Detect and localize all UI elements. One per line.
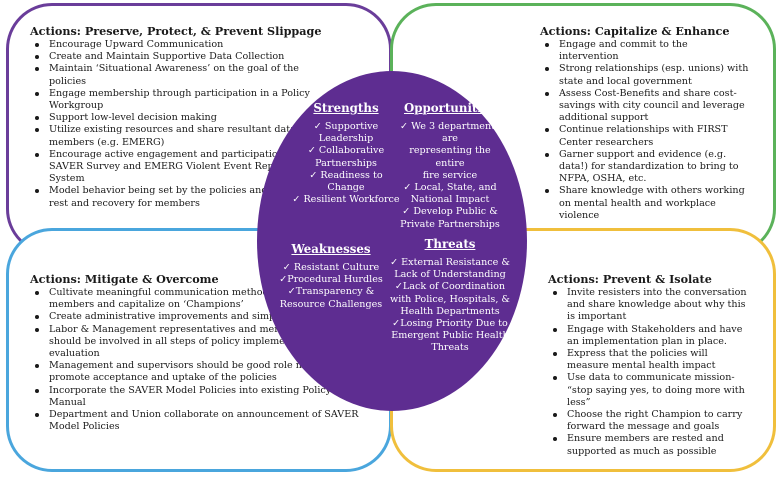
- threats-section: Threats ✓ External Resistance & Lack of …: [382, 237, 518, 355]
- list-item: Engage and commit to the intervention: [540, 39, 750, 63]
- actions-capitalize-panel: Actions: Capitalize & Enhance Engage and…: [540, 24, 750, 222]
- list-item: Engage with Stakeholders and have an imp…: [548, 324, 748, 348]
- threats-title: Threats: [424, 237, 476, 251]
- strengths-title: Strengths: [313, 101, 379, 115]
- actions-prevent-title: Actions: Prevent & Isolate: [548, 272, 712, 286]
- actions-mitigate-list: Cultivate meaningful communication metho…: [30, 287, 366, 433]
- opportunities-title: Opportunities: [403, 101, 497, 115]
- opportunity-item: ✓ Develop Public & Private Partnerships: [400, 206, 500, 230]
- weaknesses-section: Weaknesses ✓ Resistant Culture ✓Procedur…: [272, 242, 390, 311]
- threat-item: ✓Losing Priority Due to Emergent Public …: [391, 318, 509, 354]
- opportunities-section: Opportunities ✓ We 3 departments are rep…: [398, 101, 502, 231]
- list-item: Invite resisters into the conversation a…: [548, 287, 748, 324]
- list-item: Create administrative improvements and s…: [30, 311, 366, 323]
- list-item: Labor & Management representatives and m…: [30, 324, 366, 361]
- list-item: Utilize existing resources and share res…: [30, 124, 330, 148]
- list-item: Incorporate the SAVER Model Policies int…: [30, 385, 366, 409]
- list-item: Management and supervisors should be goo…: [30, 360, 366, 384]
- swot-circle: [257, 71, 527, 411]
- actions-preserve-panel: Actions: Preserve, Protect, & Prevent Sl…: [30, 24, 330, 210]
- threat-item: ✓ External Resistance & Lack of Understa…: [390, 257, 510, 281]
- list-item: Model behavior being set by the policies…: [30, 185, 330, 209]
- list-item: Encourage active engagement and particip…: [30, 149, 330, 186]
- weakness-item: ✓Procedural Hurdles: [279, 274, 383, 286]
- list-item: Assess Cost-Benefits and share cost-savi…: [540, 88, 750, 125]
- list-item: Express that the policies will measure m…: [548, 348, 748, 372]
- actions-mitigate-title: Actions: Mitigate & Overcome: [30, 272, 219, 286]
- weaknesses-title: Weaknesses: [291, 242, 371, 256]
- list-item: Maintain ‘Situational Awareness’ on the …: [30, 63, 330, 87]
- actions-capitalize-title: Actions: Capitalize & Enhance: [540, 24, 730, 38]
- actions-preserve-list: Encourage Upward Communication Create an…: [30, 39, 330, 210]
- strengths-section: Strengths ✓ Supportive Leadership ✓ Coll…: [290, 101, 402, 206]
- list-item: Cultivate meaningful communication metho…: [30, 287, 366, 311]
- weakness-item: ✓Transparency & Resource Challenges: [279, 286, 383, 310]
- opportunity-item: ✓ We 3 departments are representing the …: [400, 121, 500, 181]
- list-item: Support low-level decision making: [30, 112, 330, 124]
- list-item: Department and Union collaborate on anno…: [30, 409, 366, 433]
- list-item: Garner support and evidence (e.g. data!)…: [540, 149, 750, 186]
- list-item: Ensure members are rested and supported …: [548, 433, 748, 457]
- threat-item: ✓Lack of Coordination with Police, Hospi…: [390, 281, 510, 317]
- strength-item: ✓ Resilient Workforce: [292, 194, 400, 206]
- list-item: Use data to communicate mission- “stop s…: [548, 372, 748, 409]
- list-item: Encourage Upward Communication: [30, 39, 330, 51]
- list-item: Share knowledge with others working on m…: [540, 185, 750, 222]
- list-item: Choose the right Champion to carry forwa…: [548, 409, 748, 433]
- list-item: Strong relationships (esp. unions) with …: [540, 63, 750, 87]
- weakness-item: ✓ Resistant Culture: [282, 262, 380, 273]
- list-item: Create and Maintain Supportive Data Coll…: [30, 51, 330, 63]
- actions-capitalize-list: Engage and commit to the intervention St…: [540, 39, 750, 222]
- actions-mitigate-panel: Actions: Mitigate & Overcome Cultivate m…: [30, 272, 366, 433]
- list-item: Continue relationships with FIRST Center…: [540, 124, 750, 148]
- actions-preserve-title: Actions: Preserve, Protect, & Prevent Sl…: [30, 24, 322, 38]
- actions-prevent-list: Invite resisters into the conversation a…: [548, 287, 748, 458]
- list-item: Engage membership through participation …: [30, 88, 330, 112]
- strength-item: ✓ Readiness to Change: [309, 169, 383, 194]
- opportunity-item: ✓ Local, State, and National Impact: [403, 182, 497, 206]
- actions-prevent-panel: Actions: Prevent & Isolate Invite resist…: [548, 272, 748, 458]
- strength-item: ✓ Supportive Leadership: [313, 121, 379, 145]
- strength-item: ✓ Collaborative Partnerships: [307, 145, 385, 169]
